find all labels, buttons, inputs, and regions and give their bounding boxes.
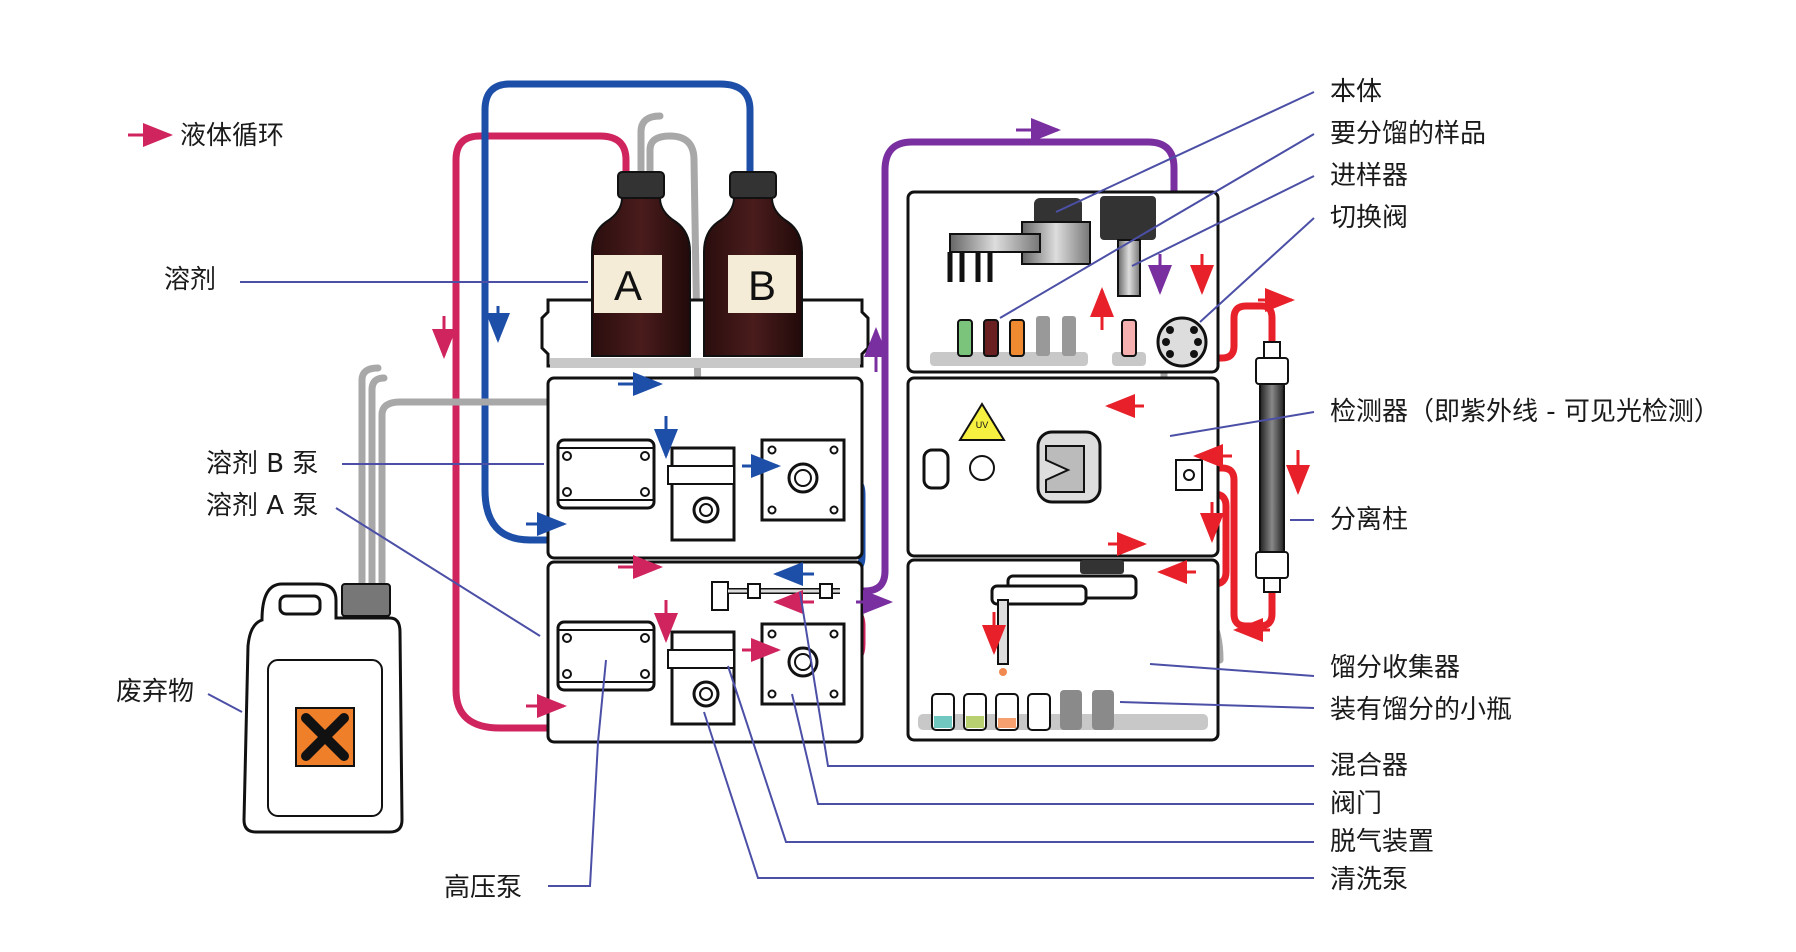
label-column: 分离柱 — [1330, 505, 1408, 535]
switching-valve — [1156, 316, 1208, 368]
leader-switching-valve — [1199, 217, 1315, 323]
pump-module-a — [546, 560, 864, 744]
pump-module-b — [546, 376, 864, 560]
label-sample: 要分馏的样品 — [1330, 119, 1486, 149]
label-switching-valve: 切换阀 — [1330, 203, 1408, 233]
bottle-a-label: A — [614, 262, 642, 309]
degasser-b — [667, 446, 736, 542]
uv-badge: UV — [976, 420, 989, 430]
detector-port — [922, 448, 950, 490]
leader-high-pressure-pump — [548, 659, 607, 887]
leader-body — [1055, 91, 1315, 213]
label-injector: 进样器 — [1330, 161, 1408, 191]
leader-solvent-a-pump — [335, 507, 541, 637]
valve-b — [760, 438, 846, 522]
leader-valve — [791, 693, 1314, 805]
label-wash-pump: 清洗泵 — [1330, 865, 1408, 895]
waste-tube-1 — [358, 364, 382, 594]
leader-degasser — [727, 665, 1314, 843]
fraction-vials — [931, 690, 1114, 731]
label-fraction-collector: 馏分收集器 — [1330, 653, 1460, 683]
label-solvent-a-pump: 溶剂 A 泵 — [206, 491, 318, 521]
leader-injector — [1131, 175, 1315, 267]
fraction-collector — [906, 558, 1220, 742]
label-mixer: 混合器 — [1330, 751, 1408, 781]
solvent-b-pump — [556, 438, 656, 510]
bottle-b-cap — [729, 171, 777, 199]
label-solvent-b-pump: 溶剂 B 泵 — [206, 449, 318, 479]
injector-needle — [1117, 239, 1141, 297]
leader-mixer — [799, 591, 1314, 767]
sample-vials — [957, 316, 1137, 357]
label-vials: 装有馏分的小瓶 — [1330, 695, 1512, 725]
bottle-a-cap — [617, 171, 665, 199]
injector-head — [1100, 196, 1156, 240]
leader-fraction-collector — [1149, 663, 1315, 677]
leader-sample — [999, 133, 1315, 319]
bottle-b-label: B — [748, 262, 776, 309]
separation-column — [1255, 341, 1289, 593]
flow-arrows — [432, 118, 1310, 718]
bottle-b: B — [703, 171, 803, 357]
leader-detector — [1169, 411, 1315, 437]
uv-warning-icon — [958, 402, 1006, 441]
detector: UV — [906, 376, 1220, 558]
solvent-b-tube — [481, 80, 754, 544]
waste-tube-2 — [368, 374, 388, 594]
leader-lines — [207, 91, 1315, 887]
labels-right: 本体 要分馏的样品 进样器 切换阀 检测器（即紫外线 - 可见光检测） 分离柱 … — [1330, 77, 1720, 895]
mixed-solvent-tube — [836, 138, 1178, 595]
solvent-a-pump — [556, 620, 656, 692]
label-waste: 废弃物 — [116, 677, 194, 707]
label-body: 本体 — [1330, 77, 1382, 107]
degasser-a — [667, 630, 736, 726]
waste-container — [242, 582, 404, 834]
label-degasser: 脱气装置 — [1330, 827, 1434, 857]
label-valve: 阀门 — [1330, 789, 1382, 819]
leader-wash-pump — [703, 711, 1314, 879]
bottle-a: A — [591, 171, 691, 357]
bottle-a-vent-tube — [637, 112, 664, 176]
leader-vials — [1119, 701, 1315, 709]
label-high-pressure-pump: 高压泵 — [444, 873, 522, 903]
label-detector: 检测器（即紫外线 - 可见光检测） — [1330, 397, 1720, 427]
legend: 液体循环 — [128, 121, 284, 151]
leader-waste — [207, 693, 243, 713]
labels-left: 溶剂 溶剂 B 泵 溶剂 A 泵 废弃物 高压泵 — [116, 265, 522, 903]
label-solvent: 溶剂 — [164, 265, 216, 295]
solvent-a-tube — [452, 132, 630, 732]
valve-a — [760, 622, 846, 706]
power-indicator — [969, 455, 995, 481]
legend-label: 液体循环 — [180, 121, 284, 151]
